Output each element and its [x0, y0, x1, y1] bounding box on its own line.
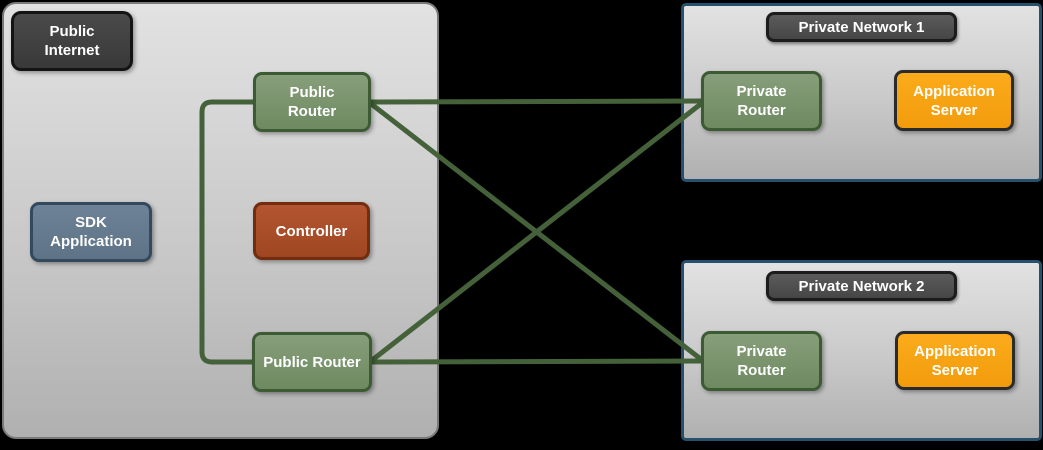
application-server-1-node: Application Server	[894, 70, 1014, 131]
public-internet-label-badge: Public Internet	[11, 11, 133, 71]
public-router-bottom-node: Public Router	[252, 332, 372, 392]
application-server-2-node: Application Server	[895, 331, 1015, 390]
private-router-2-node: Private Router	[701, 331, 822, 391]
sdk-application-node: SDK Application	[30, 202, 152, 262]
private-router-1-node: Private Router	[701, 71, 822, 131]
controller-node: Controller	[253, 202, 370, 260]
private-network-1-label-badge: Private Network 1	[766, 12, 957, 42]
private-network-2-label-badge: Private Network 2	[766, 271, 957, 301]
public-router-top-node: Public Router	[253, 72, 371, 132]
